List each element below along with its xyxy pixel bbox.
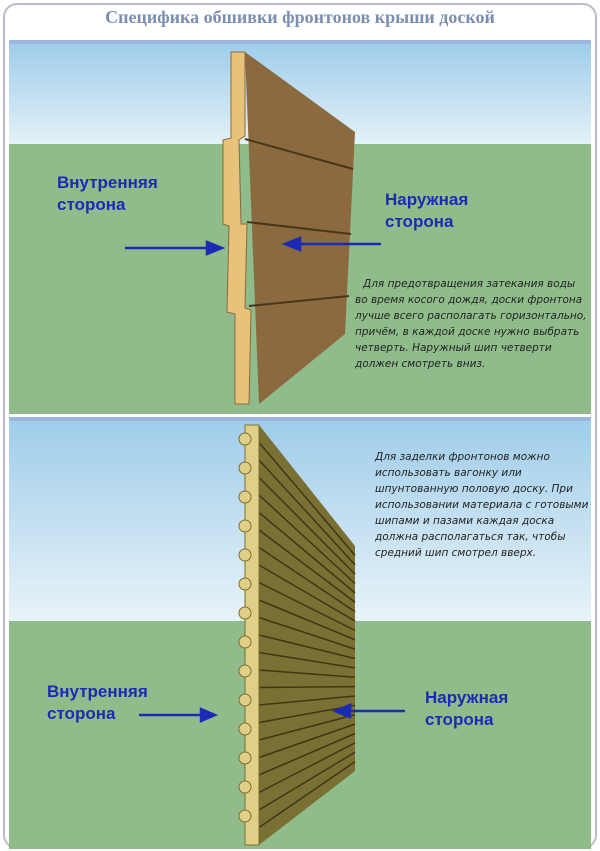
board-groove [258, 581, 356, 632]
board-tongue [238, 432, 252, 446]
board-groove [258, 564, 356, 622]
board-groove [258, 723, 356, 759]
board-tongue [238, 606, 252, 620]
board-groove [258, 695, 356, 706]
board-tongue [238, 548, 252, 562]
board-groove [258, 511, 356, 594]
note-tongue-groove: Для заделки фронтонов можно использовать… [375, 451, 589, 559]
board-groove [258, 546, 356, 613]
board-cross-section [222, 51, 252, 405]
board-groove [258, 742, 356, 794]
board-groove [258, 732, 356, 776]
board-groove [258, 459, 356, 566]
board-tongue [238, 490, 252, 504]
board-tongue [238, 577, 252, 591]
board-tongue [238, 461, 252, 475]
board-outer-face [259, 425, 355, 845]
board-tongue [238, 780, 252, 794]
board-groove [258, 529, 356, 603]
quarter-board-illustration [9, 44, 591, 414]
board-groove [258, 714, 356, 741]
page-title: Специфика обшивки фронтонов крыши доской [105, 7, 495, 27]
tongue-groove-board-illustration [9, 421, 591, 849]
board-groove [258, 685, 356, 689]
board-groove [258, 634, 356, 660]
board-groove [258, 442, 356, 556]
board-tongue [238, 751, 252, 765]
board-groove [258, 761, 356, 829]
board-groove [258, 599, 356, 641]
board-groove [258, 476, 356, 575]
board-groove [258, 494, 356, 585]
board-tongue [238, 693, 252, 707]
board-groove [258, 651, 356, 669]
board-tongue [238, 722, 252, 736]
board-groove [258, 616, 356, 650]
board-tongue [238, 664, 252, 678]
note-quarter: Для предотвращения затекания воды во вре… [355, 278, 587, 370]
board-groove [258, 669, 356, 678]
arrows [125, 236, 381, 256]
board-tongue [238, 635, 252, 649]
board-groove [258, 751, 356, 811]
board-tongue [238, 519, 252, 533]
board-tongue [238, 809, 252, 823]
arrows [139, 703, 405, 723]
